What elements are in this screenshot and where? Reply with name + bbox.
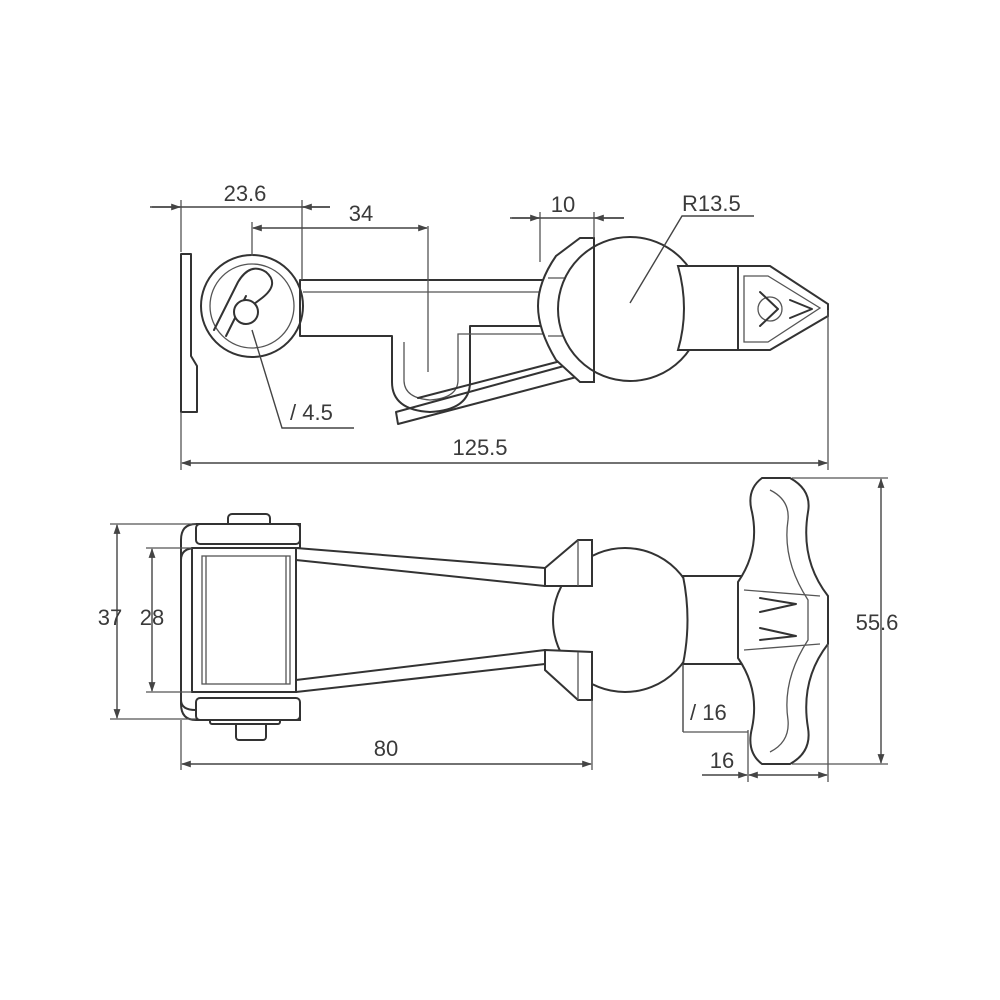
dim-handle-thickness: 16 <box>710 748 734 773</box>
dim-overall-length: 125.5 <box>452 435 507 460</box>
dim-cone-width: 10 <box>551 192 575 217</box>
pivot-pin <box>233 299 259 325</box>
dim-ball-radius: R13.5 <box>682 191 741 216</box>
t-handle <box>737 477 829 765</box>
latch-hook <box>213 267 273 331</box>
arm <box>299 279 549 413</box>
dim-handle-height: 55.6 <box>856 610 899 635</box>
clevis-body <box>191 547 297 693</box>
ball-knob <box>557 236 703 382</box>
cone-lower <box>544 648 593 701</box>
dim-arm-length: 34 <box>349 201 373 226</box>
mounting-plate <box>180 253 198 413</box>
side-view <box>180 236 829 425</box>
dim-pin-diameter: / 4.5 <box>290 400 333 425</box>
arm-upper <box>295 547 546 587</box>
t-handle-end <box>737 265 829 351</box>
release-lever <box>395 359 589 425</box>
dim-pivot-offset: 23.6 <box>224 181 267 206</box>
top-view <box>180 477 829 765</box>
cone-upper <box>544 539 593 587</box>
top-view-dimensions: 37 28 80 55.6 / 16 16 <box>98 477 899 782</box>
dim-inner-width: 28 <box>140 605 164 630</box>
arm-lower <box>295 649 546 693</box>
dim-outer-width: 37 <box>98 605 122 630</box>
neck-top <box>681 575 749 665</box>
side-view-dimensions: 23.6 34 10 R13.5 / 4.5 125.5 <box>150 181 829 470</box>
dim-bracket-length: 80 <box>374 736 398 761</box>
neck <box>676 265 739 351</box>
dim-neck-diameter: / 16 <box>690 700 727 725</box>
